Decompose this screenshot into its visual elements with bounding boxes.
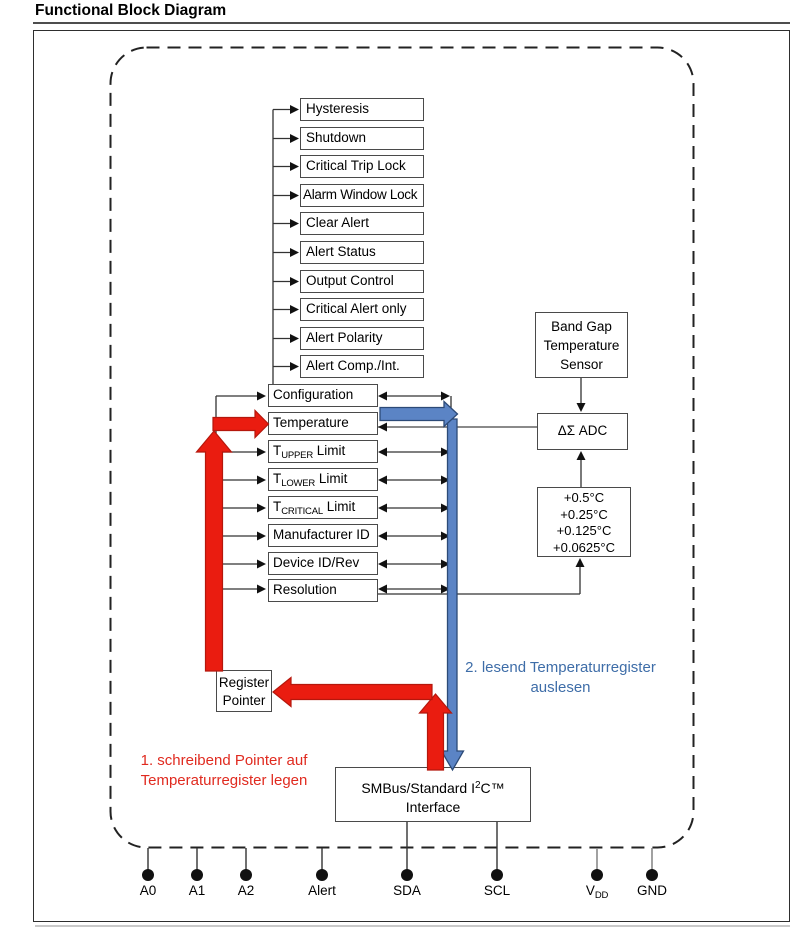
config-bit-hysteresis: Hysteresis <box>300 98 424 121</box>
smbus-i2c-interface-block: SMBus/Standard I2C™ Interface <box>335 767 531 822</box>
resolution-option: +0.125°C <box>556 523 612 538</box>
register-label: Resolution <box>273 582 337 597</box>
delta-sigma-adc-block: ΔΣ ADC <box>537 413 628 450</box>
read-annotation-line2: auslesen <box>530 678 591 696</box>
config-bit-shutdown: Shutdown <box>300 127 424 150</box>
write-annotation-line2: Temperaturregister legen <box>140 771 308 789</box>
band-gap-line3: Sensor <box>560 357 603 372</box>
register-label-post: Limit <box>322 499 356 514</box>
pin-name: V <box>585 883 595 898</box>
register-label-post: Limit <box>312 443 346 458</box>
write-annotation-text: 1. schreibend Pointer auf Temperaturregi… <box>128 751 320 790</box>
register-label: Device ID/Rev <box>273 555 360 570</box>
read-annotation-text: 2. lesend Temperaturregister auslesen <box>458 658 663 697</box>
page-title: Functional Block Diagram <box>35 2 227 19</box>
resolution-option: +0.0625°C <box>553 539 615 555</box>
pin-label-a2: A2 <box>216 883 276 901</box>
pin-name: A1 <box>188 883 206 898</box>
pin-label-alert: Alert <box>292 883 352 901</box>
read-annotation-line1: 2. lesend Temperaturregister <box>465 659 656 676</box>
resolution-option: +0.5°C <box>563 490 605 505</box>
config-bit-alarm-window-lock: Alarm Window Lock <box>300 184 424 207</box>
pin-label-gnd: GND <box>622 883 682 901</box>
pin-name-sub: DD <box>594 890 609 901</box>
register-manufacturer-id: Manufacturer ID <box>268 524 378 547</box>
config-bit-critical-trip-lock: Critical Trip Lock <box>300 155 424 178</box>
config-bit-alert-status: Alert Status <box>300 241 424 264</box>
write-annotation-line1: 1. schreibend Pointer auf <box>140 752 308 769</box>
pin-name: A0 <box>139 883 157 898</box>
pin-label-sda: SDA <box>377 883 437 901</box>
interface-line1: SMBus/Standard I2C™ <box>336 776 530 798</box>
register-pointer-block: Register Pointer <box>216 670 272 712</box>
figure-frame <box>33 30 790 922</box>
config-bit-output-control: Output Control <box>300 270 424 293</box>
register-label-post: Limit <box>315 471 348 486</box>
register-label-sub: UPPER <box>281 450 313 461</box>
adc-resolution-block: +0.5°C +0.25°C +0.125°C +0.0625°C <box>537 487 631 557</box>
interface-line2: Interface <box>405 799 461 815</box>
register-label-sub: LOWER <box>281 478 316 489</box>
register-label: T <box>273 443 282 458</box>
pin-label-scl: SCL <box>467 883 527 901</box>
register-pointer-line1: Register <box>218 675 270 690</box>
band-gap-line2: Temperature <box>543 338 620 353</box>
register-resolution: Resolution <box>268 579 378 602</box>
pin-label-a0: A0 <box>118 883 178 901</box>
register-pointer-line2: Pointer <box>222 693 266 708</box>
pin-name: Alert <box>308 883 336 898</box>
register-t-upper-limit: TUPPER Limit <box>268 440 378 463</box>
interface-name-post: C™ <box>480 780 505 796</box>
band-gap-temperature-sensor-block: Band Gap Temperature Sensor <box>535 312 628 378</box>
config-bit-alert-polarity: Alert Polarity <box>300 327 424 350</box>
band-gap-line1: Band Gap <box>551 319 612 334</box>
register-configuration: Configuration <box>268 384 378 407</box>
register-label: T <box>273 471 282 486</box>
register-t-lower-limit: TLOWER Limit <box>268 468 378 491</box>
register-t-critical-limit: TCRITICAL Limit <box>268 496 378 519</box>
config-bit-clear-alert: Clear Alert <box>300 212 424 235</box>
register-label: Manufacturer ID <box>273 527 370 542</box>
pin-name: A2 <box>237 883 255 898</box>
register-label: Temperature <box>273 415 349 430</box>
pin-name: GND <box>637 883 667 898</box>
register-label: Configuration <box>273 387 354 402</box>
register-device-id-rev: Device ID/Rev <box>268 552 378 575</box>
title-rule <box>33 22 790 24</box>
interface-name: SMBus/Standard I <box>361 780 475 796</box>
register-label: T <box>273 499 282 514</box>
config-bit-alert-comp-int: Alert Comp./Int. <box>300 355 424 378</box>
resolution-option: +0.25°C <box>560 506 608 522</box>
pin-label-a1: A1 <box>167 883 227 901</box>
config-bit-critical-alert-only: Critical Alert only <box>300 298 424 321</box>
pin-name: SCL <box>483 883 511 898</box>
pin-name: SDA <box>393 883 421 898</box>
register-temperature: Temperature <box>268 412 378 435</box>
register-label-sub: CRITICAL <box>281 506 323 517</box>
pin-label-vdd: VDD <box>567 883 627 901</box>
figure-frame-shadow <box>35 925 790 927</box>
